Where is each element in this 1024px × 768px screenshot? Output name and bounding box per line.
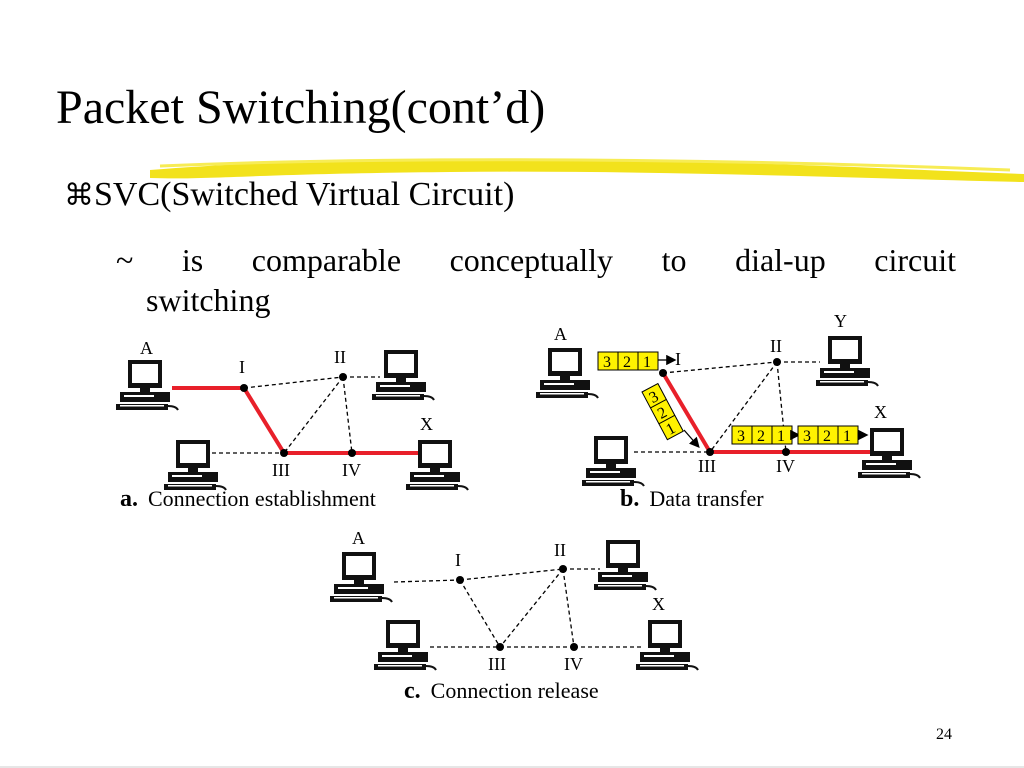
bullet-text: SVC(Switched Virtual Circuit) bbox=[94, 176, 515, 213]
caption-b: b. Data transfer bbox=[620, 486, 764, 512]
label-host-x: X bbox=[874, 402, 887, 422]
command-bullet-icon: ⌘ bbox=[64, 178, 94, 213]
label-host-x: X bbox=[420, 414, 433, 434]
packet-2: 2 bbox=[757, 428, 765, 445]
label-switch-iii: III bbox=[272, 460, 290, 480]
packet-3: 3 bbox=[603, 354, 611, 371]
host-x-computer-icon bbox=[405, 439, 469, 491]
bottom-divider bbox=[0, 766, 1024, 768]
label-switch-ii: II bbox=[334, 347, 346, 367]
packet-2: 2 bbox=[823, 428, 831, 445]
slide-title: Packet Switching(cont’d) bbox=[56, 81, 546, 134]
diagram-b: 3 2 1 3 2 1 3 2 1 3 2 bbox=[535, 311, 921, 512]
label-switch-ii: II bbox=[554, 540, 566, 560]
packet-3: 3 bbox=[803, 428, 811, 445]
packet-1: 1 bbox=[843, 428, 851, 445]
label-switch-iv: IV bbox=[776, 456, 795, 476]
host-a-computer-icon bbox=[329, 551, 393, 603]
diagram-a: A I II III IV X a. Connection establishm… bbox=[115, 338, 469, 512]
host-a-computer-icon bbox=[535, 347, 599, 399]
label-switch-iv: IV bbox=[342, 460, 361, 480]
host-iii-side-computer-icon bbox=[163, 439, 227, 491]
packet-3: 3 bbox=[737, 428, 745, 445]
sub-bullet: ~ is comparable conceptually to dial-up … bbox=[116, 240, 956, 321]
title-highlight-stroke bbox=[150, 158, 1024, 182]
host-a-computer-icon bbox=[115, 359, 179, 411]
packet-2: 2 bbox=[623, 354, 631, 371]
bullet-svc: ⌘SVC(Switched Virtual Circuit) bbox=[64, 178, 514, 212]
packet-1: 1 bbox=[777, 428, 785, 445]
label-switch-iv: IV bbox=[564, 654, 583, 674]
label-switch-ii: II bbox=[770, 336, 782, 356]
label-switch-iii: III bbox=[698, 456, 716, 476]
caption-a: a. Connection establishment bbox=[120, 486, 376, 512]
host-iii-side-computer-icon bbox=[373, 619, 437, 671]
label-switch-iii: III bbox=[488, 654, 506, 674]
packet-group-a-i: 3 2 1 bbox=[597, 351, 659, 371]
page-number: 24 bbox=[936, 726, 952, 743]
label-switch-i: I bbox=[455, 550, 461, 570]
label-switch-i: I bbox=[239, 357, 245, 377]
label-host-y: Y bbox=[834, 311, 847, 331]
packet-group-i-iii: 3 2 1 bbox=[641, 382, 684, 441]
label-host-a: A bbox=[140, 338, 153, 358]
sub-bullet-line2: switching bbox=[146, 282, 271, 319]
caption-c: c. Connection release bbox=[404, 678, 599, 704]
host-ii-side-computer-icon bbox=[371, 349, 435, 401]
sub-bullet-line1: ~ is comparable conceptually to dial-up … bbox=[116, 242, 956, 278]
host-y-computer-icon bbox=[815, 335, 879, 387]
packet-group-iii-iv: 3 2 1 bbox=[731, 425, 793, 445]
host-ii-side-computer-icon bbox=[593, 539, 657, 591]
host-x-computer-icon bbox=[635, 619, 699, 671]
label-host-a: A bbox=[352, 528, 365, 548]
diagram-c: A I II III IV X c. Connection release bbox=[329, 528, 699, 704]
label-switch-i: I bbox=[675, 349, 681, 369]
label-host-a: A bbox=[554, 324, 567, 344]
host-iii-side-computer-icon bbox=[581, 435, 645, 487]
packet-group-iv-x: 3 2 1 bbox=[797, 425, 859, 445]
packet-1: 1 bbox=[643, 354, 651, 371]
label-host-x: X bbox=[652, 594, 665, 614]
